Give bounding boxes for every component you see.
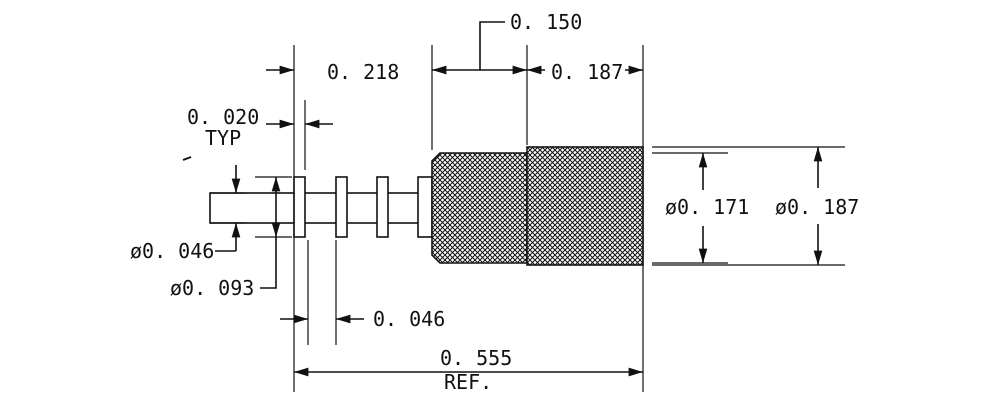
extension-lines bbox=[210, 45, 845, 392]
dim-groove-pitch: 0. 046 bbox=[373, 307, 445, 331]
dim-body-length: 0. 187 bbox=[551, 60, 623, 84]
dim-flange-offset: 0. 150 bbox=[510, 10, 582, 34]
flange-1 bbox=[293, 176, 306, 238]
knurl-section-small bbox=[431, 152, 528, 264]
dim-pin-length: 0. 218 bbox=[327, 60, 399, 84]
dim-overall-length-note: REF. bbox=[444, 370, 492, 394]
dimension-labels: 0. 150 0. 218 0. 187 0. 020 TYP ø0. 046 … bbox=[130, 10, 859, 394]
flange-3 bbox=[376, 176, 389, 238]
knurl-section-large bbox=[526, 146, 644, 266]
dim-groove-width: 0. 020 bbox=[187, 105, 259, 129]
dim-knurl-inner-diameter: ø0. 171 bbox=[665, 195, 749, 219]
shoulder bbox=[417, 176, 433, 238]
dim-pin-diameter: ø0. 046 bbox=[130, 239, 214, 263]
flange-2 bbox=[335, 176, 348, 238]
dim-knurl-outer-diameter: ø0. 187 bbox=[775, 195, 859, 219]
dim-groove-width-note: TYP bbox=[205, 126, 241, 150]
stray-mark bbox=[182, 156, 192, 161]
dim-overall-length: 0. 555 bbox=[440, 346, 512, 370]
dim-groove-diameter: ø0. 093 bbox=[170, 276, 254, 300]
pin-shaft bbox=[209, 192, 436, 224]
pin-part bbox=[209, 146, 644, 266]
dimension-lines bbox=[215, 21, 823, 377]
